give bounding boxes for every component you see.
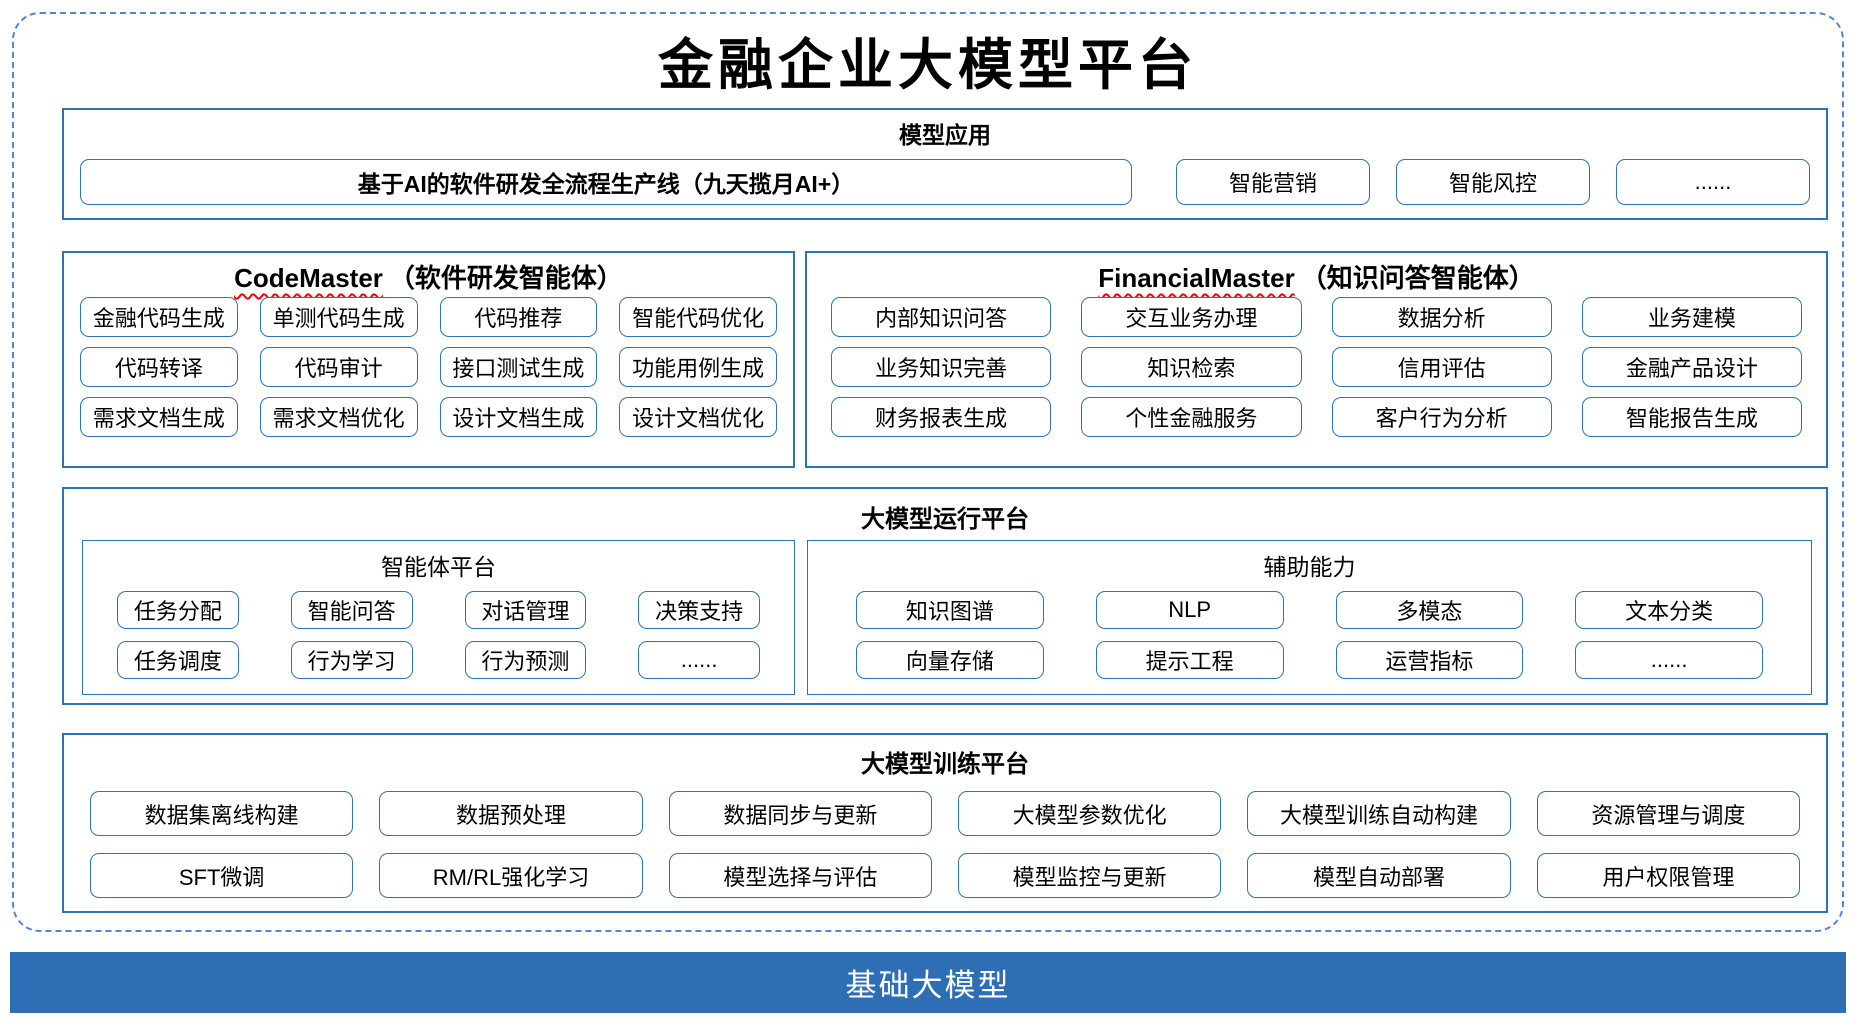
node-button: 智能代码优化 xyxy=(619,297,777,337)
subsection-auxiliary: 辅助能力 知识图谱 NLP 多模态 文本分类向量存储 提示工程 运营指标...... xyxy=(807,540,1812,695)
node-button: 数据集离线构建 xyxy=(90,791,354,836)
auxiliary-buttons: 知识图谱 NLP 多模态 文本分类向量存储 提示工程 运营指标...... xyxy=(808,582,1811,679)
subsection-agent-platform: 智能体平台 任务分配 智能问答 对话管理 决策支持任务调度 行为学习 行为预测...... xyxy=(82,540,795,695)
section-runtime-platform: 大模型运行平台 智能体平台 任务分配 智能问答 对话管理 决策支持任务调度 行为学习 行为… xyxy=(62,487,1828,705)
node-button: 内部知识问答 xyxy=(831,297,1052,337)
node-button: 资源管理与调度 xyxy=(1536,791,1800,836)
training-platform-buttons: 数据集离线构建数据预处理数据同步与更新大模型参数优化大模型训练自动构建资源管理与… xyxy=(64,779,1826,898)
node-button: ...... xyxy=(1616,159,1810,205)
node-button: 行为预测 xyxy=(464,641,587,679)
model-application-row: 基于AI的软件研发全流程生产线（九天揽月AI+） 智能营销智能风控...... xyxy=(64,150,1826,205)
node-button: 模型自动部署 xyxy=(1247,853,1511,898)
node-button: NLP xyxy=(1095,591,1284,629)
node-ai-pipeline: 基于AI的软件研发全流程生产线（九天揽月AI+） xyxy=(80,159,1132,205)
node-button: 接口测试生成 xyxy=(439,347,598,387)
node-button: 模型选择与评估 xyxy=(668,853,932,898)
codemaster-subtitle: （软件研发智能体） xyxy=(388,263,623,293)
node-button: 代码转译 xyxy=(80,347,238,387)
node-button: 模型监控与更新 xyxy=(958,853,1222,898)
node-button: 客户行为分析 xyxy=(1331,397,1552,437)
node-button: 数据同步与更新 xyxy=(668,791,932,836)
model-application-header: 模型应用 xyxy=(899,122,991,148)
node-button: 需求文档生成 xyxy=(80,397,238,437)
node-button: 代码推荐 xyxy=(439,297,598,337)
node-button: 大模型参数优化 xyxy=(958,791,1222,836)
training-platform-header: 大模型训练平台 xyxy=(861,751,1029,778)
node-button: ...... xyxy=(1575,641,1763,679)
node-button: 单测代码生成 xyxy=(259,297,418,337)
node-button: 金融代码生成 xyxy=(80,297,238,337)
section-financialmaster: FinancialMaster（知识问答智能体） 内部知识问答交互业务办理数据分… xyxy=(805,251,1828,468)
node-button: RM/RL强化学习 xyxy=(379,853,643,898)
financialmaster-name: FinancialMaster xyxy=(1098,263,1295,293)
codemaster-title: CodeMaster（软件研发智能体） xyxy=(64,253,793,293)
base-model-label: 基础大模型 xyxy=(845,968,1011,1003)
node-button: 交互业务办理 xyxy=(1081,297,1302,337)
platform-dashed-frame xyxy=(12,12,1844,932)
node-button: 运营指标 xyxy=(1335,641,1524,679)
node-button: 设计文档优化 xyxy=(619,397,777,437)
agent-platform-header: 智能体平台 xyxy=(381,554,496,580)
node-button: 对话管理 xyxy=(464,591,587,629)
node-button: 任务分配 xyxy=(117,591,239,629)
section-model-application: 模型应用 基于AI的软件研发全流程生产线（九天揽月AI+） 智能营销智能风控..… xyxy=(62,108,1828,220)
node-button: 数据预处理 xyxy=(379,791,643,836)
node-button: 知识图谱 xyxy=(856,591,1044,629)
agent-platform-buttons: 任务分配 智能问答 对话管理 决策支持任务调度 行为学习 行为预测...... xyxy=(83,582,794,679)
codemaster-name: CodeMaster xyxy=(234,263,383,293)
node-button: 业务知识完善 xyxy=(831,347,1052,387)
node-button: 行为学习 xyxy=(290,641,413,679)
model-application-buttons: 智能营销智能风控...... xyxy=(1176,159,1810,205)
node-button: 任务调度 xyxy=(117,641,239,679)
node-button: 设计文档生成 xyxy=(439,397,598,437)
node-button: 向量存储 xyxy=(856,641,1044,679)
node-button: 财务报表生成 xyxy=(831,397,1052,437)
section-training-platform: 大模型训练平台 数据集离线构建数据预处理数据同步与更新大模型参数优化大模型训练自… xyxy=(62,733,1828,913)
node-button: 业务建模 xyxy=(1581,297,1802,337)
financialmaster-title: FinancialMaster（知识问答智能体） xyxy=(807,253,1826,293)
node-button: 智能报告生成 xyxy=(1581,397,1802,437)
node-button: 多模态 xyxy=(1335,591,1524,629)
node-button: 代码审计 xyxy=(259,347,418,387)
node-button: 知识检索 xyxy=(1081,347,1302,387)
runtime-platform-header: 大模型运行平台 xyxy=(861,506,1029,533)
node-button: 文本分类 xyxy=(1575,591,1763,629)
node-button: 信用评估 xyxy=(1331,347,1552,387)
node-button: 个性金融服务 xyxy=(1081,397,1302,437)
page-title: 金融企业大模型平台 xyxy=(657,32,1198,97)
node-button: 功能用例生成 xyxy=(619,347,777,387)
node-button: SFT微调 xyxy=(90,853,354,898)
node-button: 提示工程 xyxy=(1095,641,1284,679)
node-button: 智能问答 xyxy=(290,591,413,629)
financialmaster-subtitle: （知识问答智能体） xyxy=(1300,263,1535,293)
node-button: 智能风控 xyxy=(1396,159,1590,205)
node-button: 大模型训练自动构建 xyxy=(1247,791,1511,836)
node-button: 金融产品设计 xyxy=(1581,347,1802,387)
node-button: 用户权限管理 xyxy=(1536,853,1800,898)
node-button: 数据分析 xyxy=(1331,297,1552,337)
base-model-bar: 基础大模型 xyxy=(10,952,1846,1013)
node-button: 智能营销 xyxy=(1176,159,1370,205)
codemaster-buttons: 金融代码生成单测代码生成代码推荐智能代码优化代码转译代码审计接口测试生成功能用例… xyxy=(64,291,793,437)
financialmaster-buttons: 内部知识问答交互业务办理数据分析业务建模业务知识完善知识检索信用评估金融产品设计… xyxy=(807,291,1826,437)
node-button: 决策支持 xyxy=(638,591,760,629)
node-button: 需求文档优化 xyxy=(259,397,418,437)
section-codemaster: CodeMaster（软件研发智能体） 金融代码生成单测代码生成代码推荐智能代码… xyxy=(62,251,795,468)
node-button: ...... xyxy=(638,641,760,679)
auxiliary-header: 辅助能力 xyxy=(1263,554,1356,580)
